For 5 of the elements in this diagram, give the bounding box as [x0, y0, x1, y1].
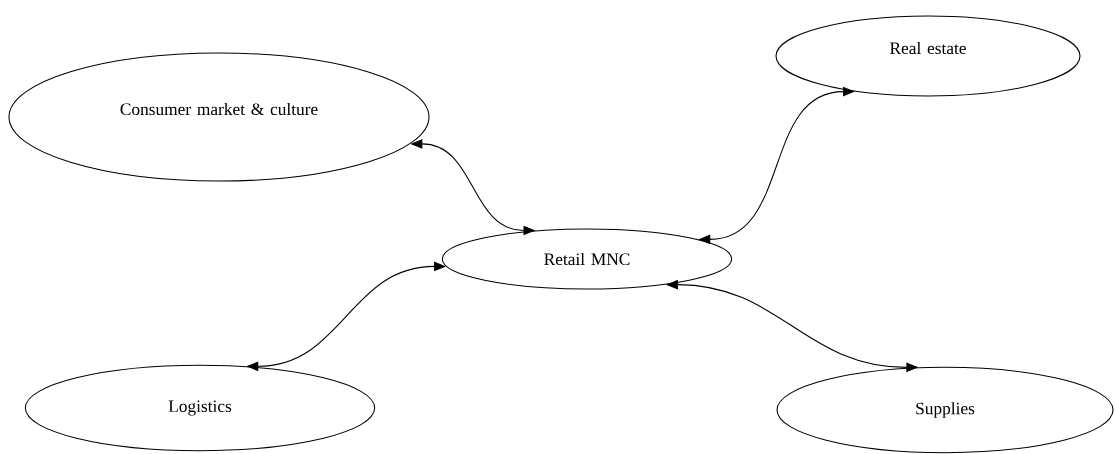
- ellipse-node: Supplies: [776, 366, 1114, 454]
- ellipse-node: Retail MNC: [441, 228, 733, 290]
- ellipse-node: Real estate: [775, 15, 1081, 97]
- ellipse-node: Consumer market & culture: [8, 52, 430, 182]
- ellipse-node: Logistics: [24, 364, 376, 452]
